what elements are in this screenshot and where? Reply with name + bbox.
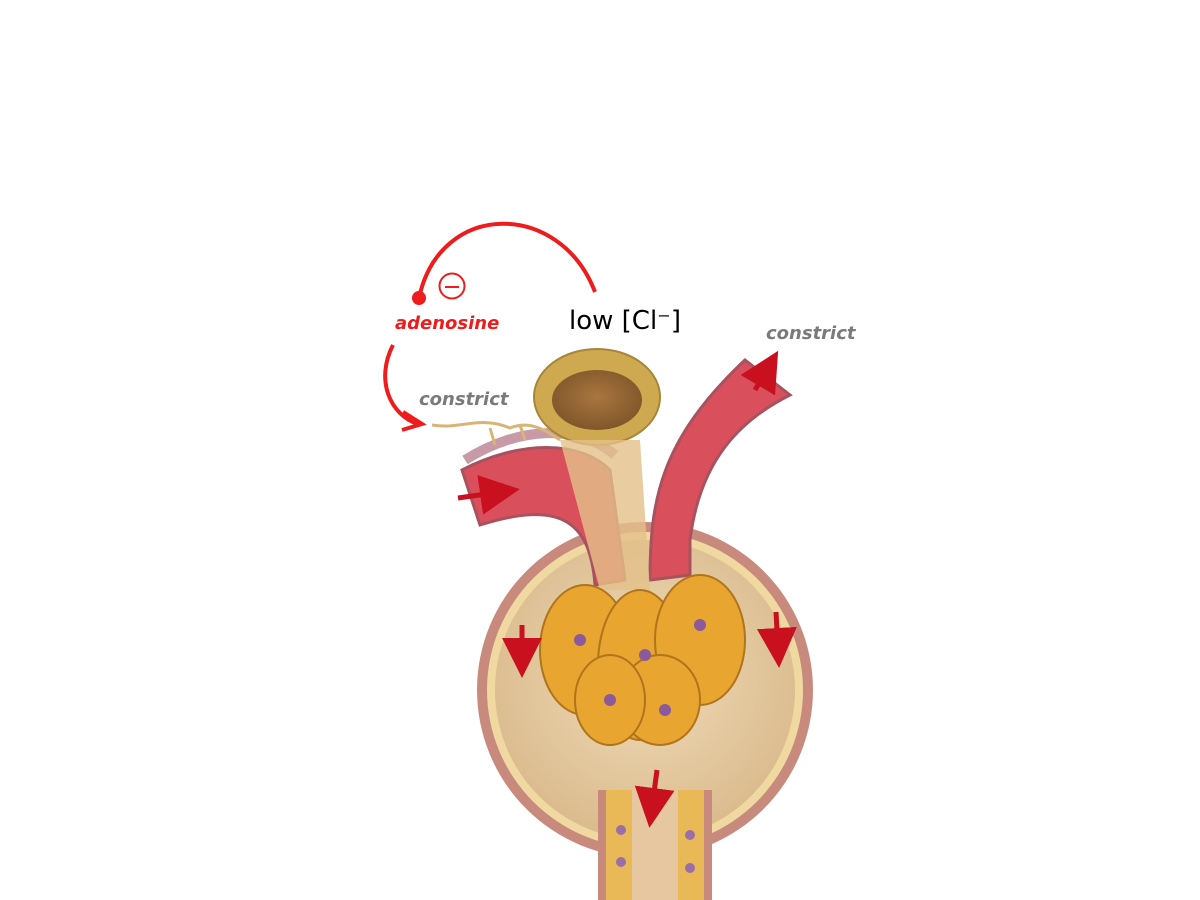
afferent-constrict-label: constrict [419,389,509,410]
macula-densa [533,348,661,590]
low-chloride-label: low [Cl⁻] [569,306,682,336]
proximal-tubule [598,790,712,900]
feedback-arc [417,221,597,299]
inhibit-icon [438,272,466,300]
nerve-fibers [431,421,561,446]
efferent-constrict-label: constrict [766,323,856,344]
flow-arrows [457,350,797,828]
constrict-arrowhead [401,410,427,432]
inhibition-dot [412,291,426,305]
adenosine-label: adenosine [395,313,500,334]
efferent-arteriole [648,358,793,582]
constrict-arrow [383,344,419,426]
glomerular-tuft [539,574,746,746]
